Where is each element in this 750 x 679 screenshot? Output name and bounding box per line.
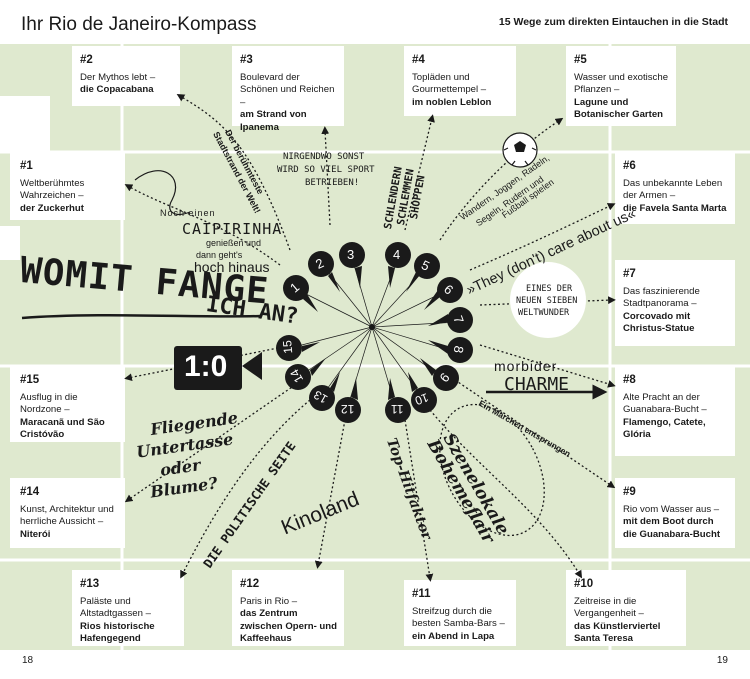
caipi-line-1: Noch einen [160,208,216,218]
wonder-circle [510,262,586,338]
swirl-line [134,170,191,215]
pin-1[interactable] [283,275,318,312]
pin-3[interactable] [339,242,365,288]
card-1: #1 Weltberühmtes Wahrzeichen – der Zucke… [10,152,125,220]
card-7: #7 Das faszinierende Stadtpanorama – Cor… [615,260,735,346]
pin-9[interactable] [420,358,459,391]
pin-8[interactable] [428,337,473,363]
card-9: #9 Rio vom Wasser aus – mit dem Boot dur… [615,478,735,548]
score-text: 1:0 [184,350,228,383]
pin-number-11: 11 [391,402,404,416]
pin-10[interactable] [408,372,437,413]
card-13: #13 Paläste und Altstadtgassen – Rios hi… [72,570,184,646]
pin-number-12: 12 [341,402,355,416]
caipi-line-3: genießen und [206,238,262,248]
card-4: #4 Topläden und Gourmettempel – im noble… [404,46,516,116]
page-number-left: 18 [22,655,34,666]
pin-4[interactable] [385,242,411,288]
caipi-line-5: hoch hinaus [194,259,270,275]
pin-number-15: 15 [280,339,296,355]
card-5: #5 Wasser und exotische Pflanzen – Lagun… [566,46,676,126]
pin-13[interactable] [309,372,340,411]
caipi-line-2: CAIPIRINHA [182,220,283,238]
wonder-line-2: NEUEN SIEBEN [516,296,578,306]
pin-12[interactable] [335,378,361,423]
headline-underline [21,314,263,320]
card-6: #6 Das unbekannte Leben der Armen – die … [615,152,735,224]
charme-line-2: CHARME [504,374,570,395]
score-box [174,346,242,390]
pin-11[interactable] [385,378,411,423]
charme-line-1: morbider [494,358,558,374]
card-8: #8 Alte Pracht an der Guanabara-Bucht – … [615,366,735,456]
sport-line-2: WIRD SO VIEL SPORT [277,165,375,175]
page-title: Ihr Rio de Janeiro-Kompass [21,14,257,35]
wonder-line-1: EINES DER [526,284,573,294]
pin-number-4: 4 [393,247,401,262]
card-2: #2 Der Mythos lebt – die Copacabana [72,46,180,106]
page-subtitle: 15 Wege zum direkten Eintauchen in die S… [498,16,728,28]
pin-2[interactable] [308,251,340,292]
card-12: #12 Paris in Rio – das Zentrum zwischen … [232,570,344,646]
pin-15[interactable] [276,335,320,361]
card-3: #3 Boulevard der Schönen und Reichen – a… [232,46,344,133]
bohem-ellipse [439,403,545,537]
pin-6[interactable] [424,277,463,310]
card-10: #10 Zeitreise in die Vergangenheit – das… [566,570,686,646]
pin-5[interactable] [406,253,440,292]
pin-number-3: 3 [347,247,355,262]
sport-line-3: BETRIEBEN! [305,178,360,188]
sport-line-1: NIRGENDWO SONST [283,152,365,162]
pin-14[interactable] [285,358,326,390]
card-14: #14 Kunst, Architektur und herrliche Aus… [10,478,125,548]
caipi-line-4: dann geht's [196,250,243,260]
wonder-line-3: WELTWUNDER [518,308,570,318]
card-11: #11 Streifzug durch die besten Samba-Bar… [404,580,516,646]
soccer-ball-icon [502,132,538,168]
card-15: #15 Ausflug in die Nordzone – Maracanã u… [10,366,125,442]
page-number-right: 19 [716,655,728,666]
pin-7[interactable] [428,307,473,333]
